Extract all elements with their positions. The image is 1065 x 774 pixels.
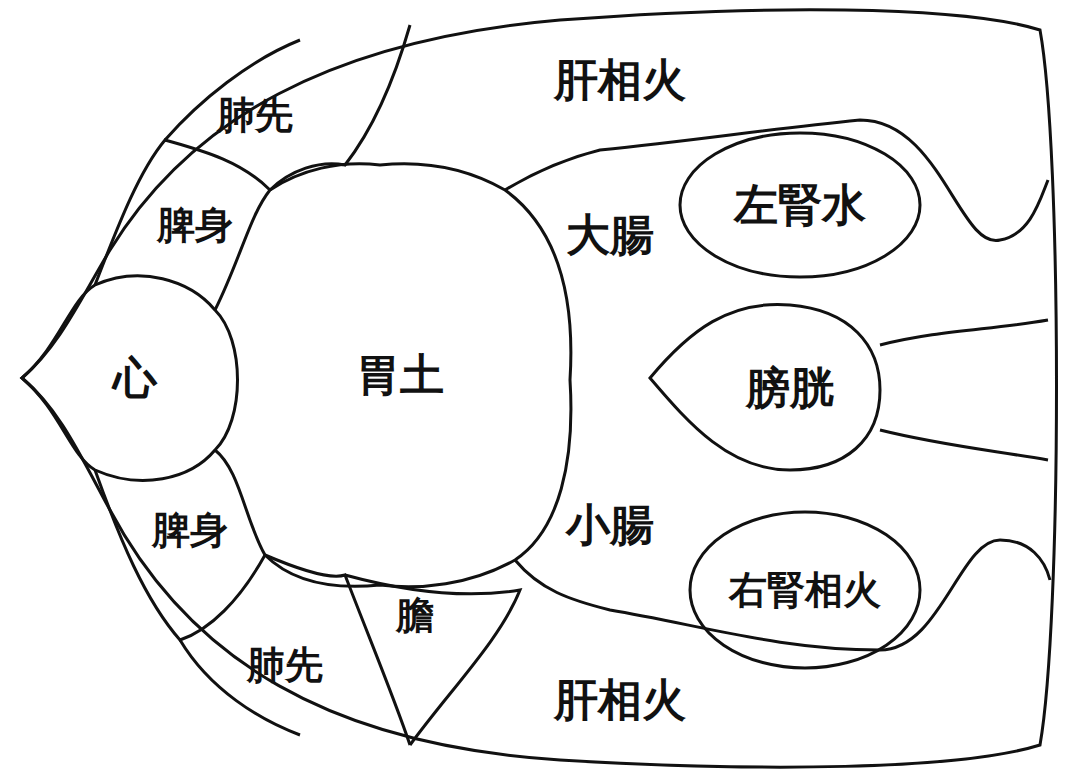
- region-line: [95, 140, 270, 285]
- organ-label: 右腎相火: [729, 569, 881, 611]
- right-kidney-region: 右腎相火: [725, 566, 885, 614]
- spleen-region: 脾身: [153, 201, 237, 249]
- organ-label: 肝相火: [554, 676, 686, 724]
- left-kidney-region: 左腎水: [730, 178, 870, 232]
- region-line: [95, 470, 265, 640]
- stomach-region: 胃土: [352, 348, 448, 402]
- organ-label: 脾身: [152, 509, 228, 551]
- region-line: [180, 555, 520, 745]
- bladder-outline: [650, 304, 880, 470]
- organ-label: 膽: [396, 594, 434, 636]
- organ-label: 膀胱: [746, 364, 834, 412]
- organ-label: 大腸: [566, 211, 654, 259]
- organ-label: 肺先: [217, 94, 293, 136]
- organ-label: 胃土: [356, 351, 444, 399]
- liver-region: 肝相火: [550, 53, 690, 107]
- small-intestine-region: 小腸: [562, 498, 658, 552]
- liver-region: 肝相火: [550, 673, 690, 727]
- organ-label: 肺先: [247, 644, 323, 686]
- organ-label: 心: [113, 354, 157, 402]
- left-kidney-outline: [680, 133, 920, 277]
- gallbladder-region: 膽: [392, 591, 438, 639]
- spleen-region: 脾身: [148, 506, 232, 554]
- organ-label: 肝相火: [554, 56, 686, 104]
- bladder-duct: [880, 320, 1048, 460]
- organ-label: 脾身: [157, 204, 233, 246]
- heart-outline: [22, 276, 238, 481]
- stomach-outline: [215, 164, 571, 587]
- organ-label: 小腸: [566, 501, 654, 549]
- right-kidney-outline: [690, 512, 920, 668]
- lung-region: 肺先: [213, 91, 297, 139]
- region-line: [165, 25, 410, 190]
- bladder-region: 膀胱: [742, 361, 838, 415]
- heart-region: 心: [109, 351, 161, 405]
- tongue-outline: [22, 10, 1057, 767]
- organ-label: 左腎水: [734, 181, 866, 229]
- large-intestine-region: 大腸: [562, 208, 658, 262]
- lung-region: 肺先: [243, 641, 327, 689]
- intestine-outline: [515, 540, 1050, 650]
